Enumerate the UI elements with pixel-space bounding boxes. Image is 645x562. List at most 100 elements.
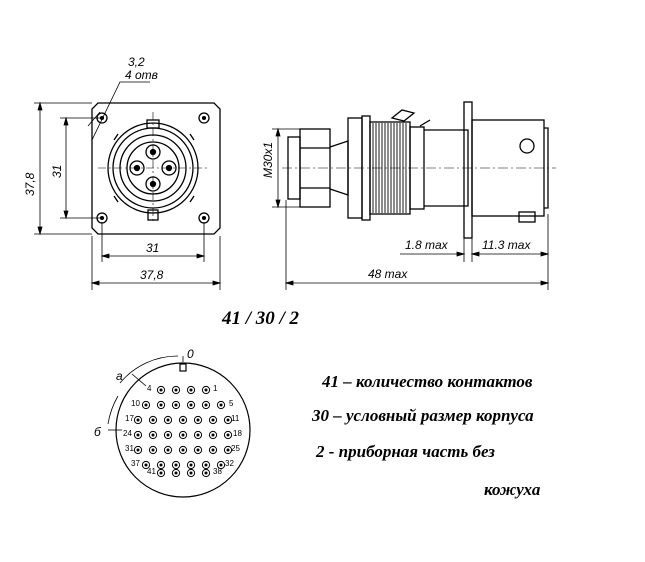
contact-pin (186, 468, 196, 478)
contact-pin (133, 415, 143, 425)
contact-pin (171, 385, 181, 395)
pin-label: 24 (123, 429, 132, 438)
side-view (287, 101, 549, 239)
pin-label: 1 (213, 384, 218, 393)
contact-pin (193, 430, 203, 440)
contact-pin-center (181, 433, 185, 437)
contact-pin-center (174, 403, 178, 407)
contact-pin (156, 385, 166, 395)
contact-pin-center (196, 448, 200, 452)
contact-pin-center (226, 448, 230, 452)
contact-pin-center (211, 448, 215, 452)
side-dimensions (272, 127, 550, 290)
contact-pin (216, 400, 226, 410)
contact-pin-center (136, 418, 140, 422)
height-outer-label: 37,8 (23, 172, 37, 196)
reference-label-a: а (116, 369, 123, 383)
contact-pin-center (174, 388, 178, 392)
contact-pin (133, 430, 143, 440)
pin-label: 37 (131, 459, 140, 468)
contact-pin-center (144, 403, 148, 407)
contact-pin-center (174, 463, 178, 467)
contact-pin-center (166, 418, 170, 422)
dim-2-label: 11.3 max (482, 238, 531, 252)
thread-label: M30x1 (261, 142, 275, 178)
contact-pin (148, 430, 158, 440)
contact-pin-center (211, 418, 215, 422)
contact-pin-center (174, 471, 178, 475)
contact-pin-center (136, 433, 140, 437)
contact-pin-center (151, 418, 155, 422)
contact-pin (201, 460, 211, 470)
pin-label: 17 (125, 414, 134, 423)
pin-label: 41 (147, 467, 156, 476)
contact-pin (148, 445, 158, 455)
contact-pin-center (204, 471, 208, 475)
contact-pin (193, 415, 203, 425)
contact-pin (163, 430, 173, 440)
contact-pin (178, 445, 188, 455)
contact-pin-center (189, 463, 193, 467)
contact-pin (208, 430, 218, 440)
contact-pin (148, 415, 158, 425)
pin-layout (107, 355, 251, 498)
contact-pin (208, 415, 218, 425)
contact-pin (163, 415, 173, 425)
contact-pin-center (219, 463, 223, 467)
legend-line-4: кожуха (484, 480, 541, 499)
contact-pin (193, 445, 203, 455)
contact-pin (186, 460, 196, 470)
contact-pin (186, 400, 196, 410)
pin-contacts (133, 385, 233, 478)
contact-pin-center (144, 463, 148, 467)
length-label: 48 max (368, 267, 408, 281)
contact-pin (223, 415, 233, 425)
pin-label: 11 (231, 414, 240, 423)
contact-pin (201, 385, 211, 395)
contact-pin-center (166, 433, 170, 437)
contact-pin (141, 400, 151, 410)
contact-pin-center (219, 403, 223, 407)
pin-label: 31 (125, 444, 134, 453)
contact-pin (156, 460, 166, 470)
legend-line-2: 30 – условный размер корпуса (312, 406, 534, 425)
contact-pin (163, 445, 173, 455)
contact-pin-center (136, 448, 140, 452)
contact-pin-center (159, 471, 163, 475)
contact-pin (156, 468, 166, 478)
contact-pin-center (204, 403, 208, 407)
contact-pin (171, 468, 181, 478)
pin-label: 38 (213, 467, 222, 476)
hole-count-label: 4 отв (125, 68, 158, 82)
contact-pin-center (159, 388, 163, 392)
contact-pin-center (196, 433, 200, 437)
contact-pin (208, 445, 218, 455)
contact-pin (201, 400, 211, 410)
contact-pin-center (159, 463, 163, 467)
pin-label: 5 (229, 399, 234, 408)
contact-pin-center (211, 433, 215, 437)
pin-label: 32 (225, 459, 234, 468)
contact-pin-center (181, 418, 185, 422)
contact-pin-center (189, 388, 193, 392)
front-dimensions (34, 81, 222, 290)
contact-pin (186, 385, 196, 395)
contact-pin-center (189, 403, 193, 407)
contact-pin-center (151, 433, 155, 437)
pin-label: 4 (147, 384, 152, 393)
contact-pin (178, 430, 188, 440)
pin-label: 18 (233, 429, 242, 438)
contact-pin (201, 468, 211, 478)
legend-line-1: 41 – количество контактов (322, 372, 533, 391)
contact-pin-center (159, 403, 163, 407)
contact-pin-center (196, 418, 200, 422)
width-outer-label: 37,8 (140, 268, 164, 282)
contact-pin (133, 445, 143, 455)
contact-pin-center (204, 388, 208, 392)
contact-pin (178, 415, 188, 425)
contact-pin-center (151, 448, 155, 452)
hole-diameter-label: 3,2 (128, 55, 145, 69)
contact-pin (171, 460, 181, 470)
contact-pin (171, 400, 181, 410)
contact-pin-center (226, 433, 230, 437)
